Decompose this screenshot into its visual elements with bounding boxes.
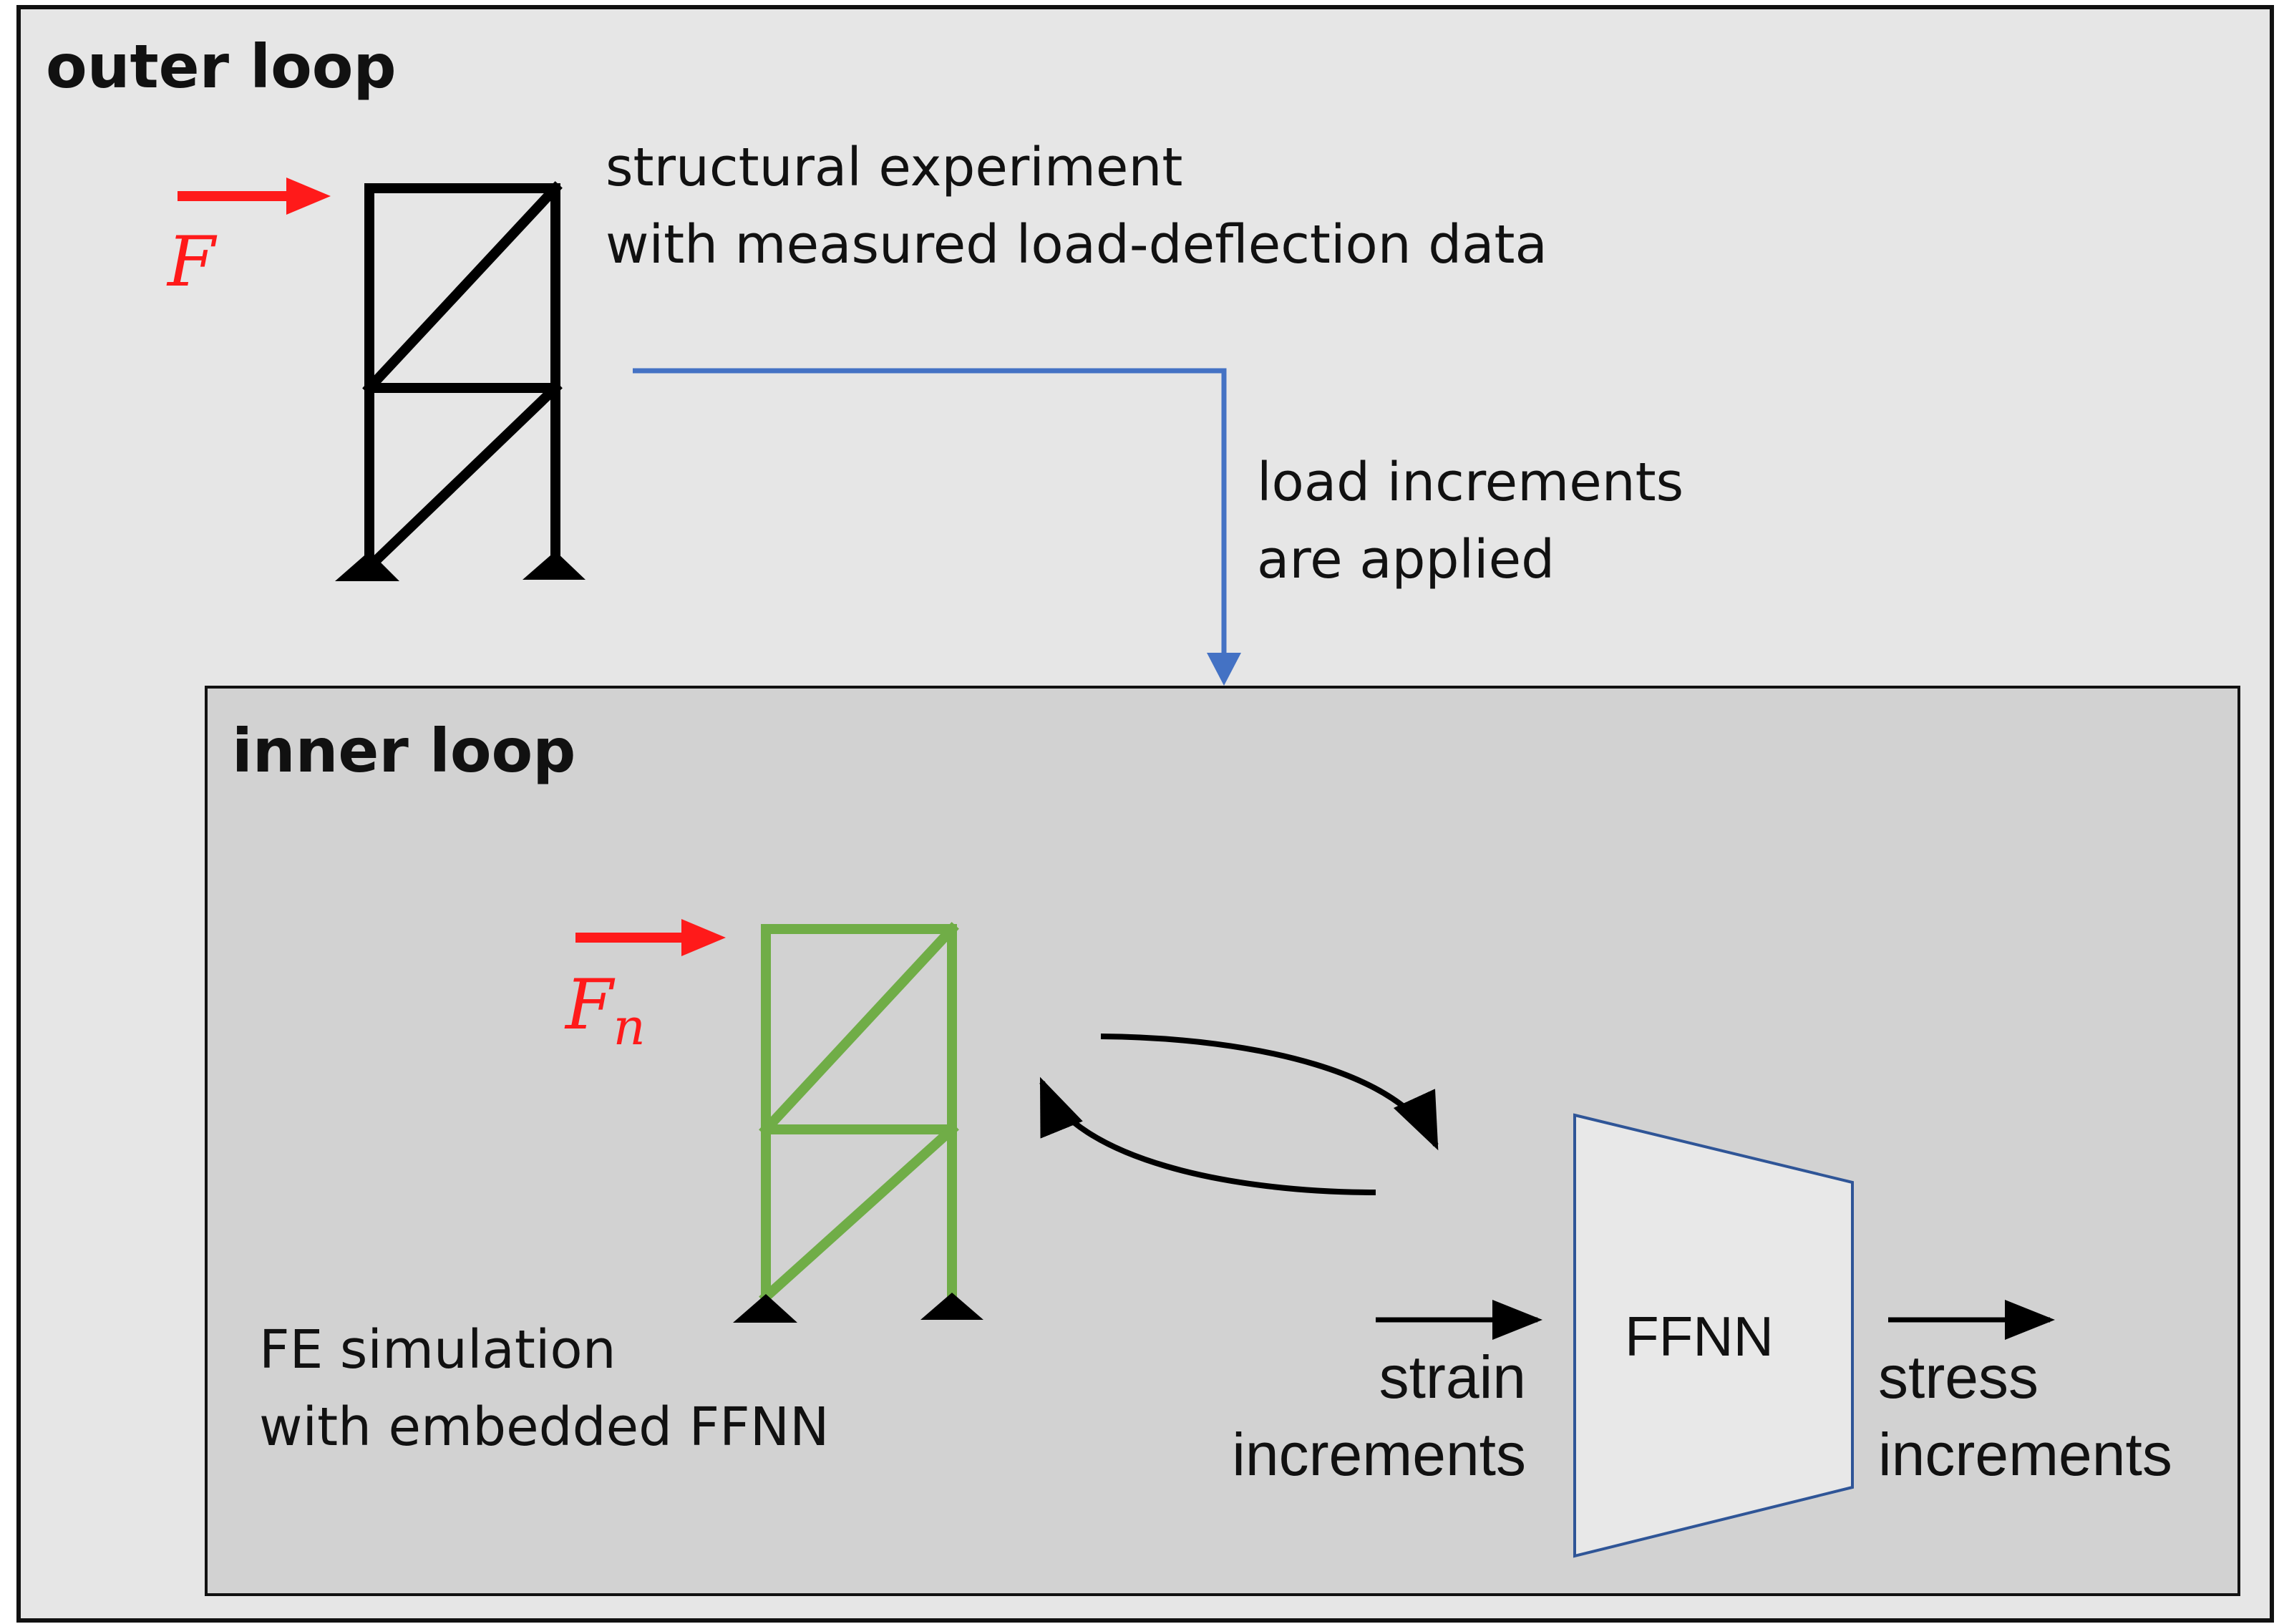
transfer-line-1: load increments	[1257, 452, 1684, 513]
experiment-line-2: with measured load-deflection data	[606, 214, 1547, 276]
inner-force-symbol: F	[565, 965, 613, 1045]
network-label: FFNN	[1625, 1305, 1774, 1368]
strain-line-2: increments	[1232, 1421, 1526, 1488]
outer-loop-title: outer loop	[46, 31, 397, 102]
load-transfer-arrow	[633, 368, 1241, 686]
exchange-arrows	[1039, 1034, 1439, 1195]
fe-support-left	[733, 1294, 797, 1323]
outer-force-label: F	[167, 222, 215, 302]
arrow-to-network	[1100, 1034, 1439, 1151]
outer-force-arrow	[178, 178, 331, 215]
experiment-support-right	[523, 551, 585, 580]
experiment-frame	[362, 181, 563, 574]
stress-line-1: stress	[1878, 1343, 2039, 1411]
inner-force-label: Fn	[565, 965, 646, 1056]
arrow-to-fe	[1039, 1076, 1376, 1195]
experiment-line-1: structural experiment	[606, 137, 1183, 198]
simulation-line-1: FE simulation	[259, 1319, 616, 1381]
network-shape	[1573, 1113, 1854, 1558]
fe-support-right	[920, 1293, 983, 1320]
strain-line-1: strain	[1379, 1343, 1526, 1411]
simulation-line-2: with embedded FFNN	[259, 1396, 830, 1458]
transfer-line-2: are applied	[1257, 529, 1555, 590]
experiment-support-left	[335, 551, 399, 581]
inner-force-subscript: n	[613, 998, 646, 1056]
inner-loop-panel	[205, 686, 2240, 1596]
fe-frame	[759, 922, 959, 1304]
inner-force-arrow	[575, 919, 726, 956]
stress-line-2: increments	[1878, 1421, 2172, 1488]
strain-label: strain increments	[1232, 1338, 1526, 1493]
stress-label: stress increments	[1878, 1338, 2172, 1493]
inner-loop-title: inner loop	[232, 716, 576, 786]
